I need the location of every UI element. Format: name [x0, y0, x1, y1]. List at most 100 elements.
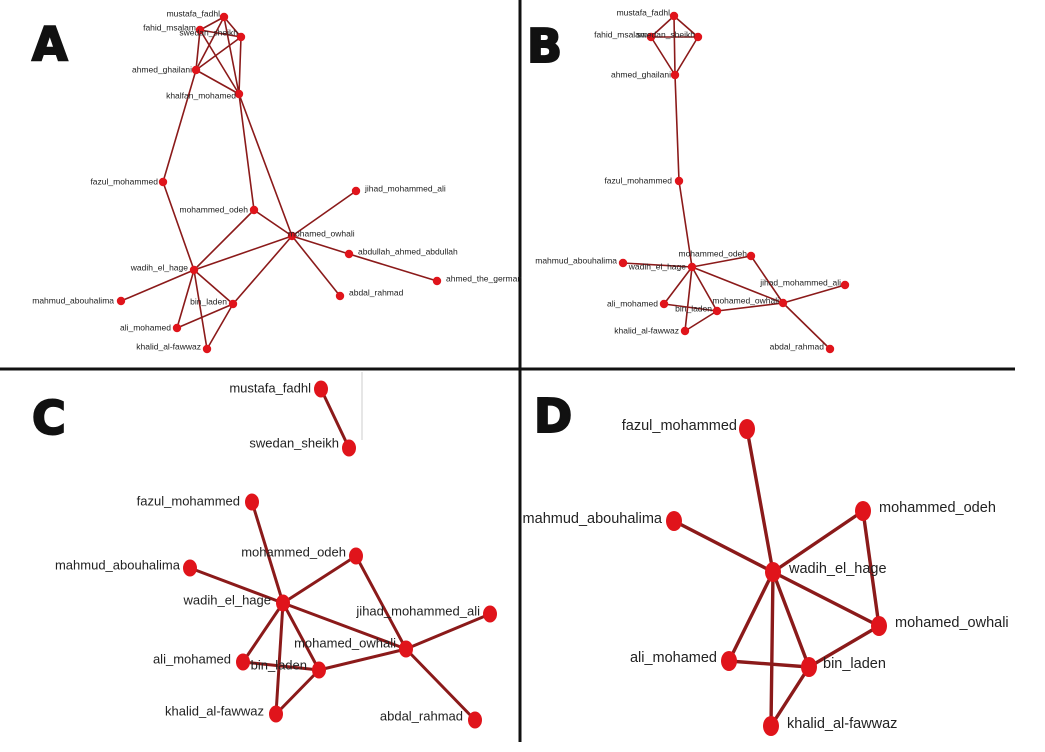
node-khalid_al_fawwaz	[269, 705, 283, 723]
edge-fazul_mohammed-wadih_el_hage	[162, 181, 195, 271]
edge-mustafa_fadhl-swedan_sheikh	[223, 16, 242, 38]
edge-mohamed_owhali-jihad_mohammed_ali	[291, 190, 357, 237]
node-ahmed_the_german	[432, 276, 442, 286]
edge-bin_laden-ali_mohamed	[176, 303, 234, 329]
edge-khalfan_mohamed-mohammed_odeh	[238, 93, 255, 211]
node-mohammed_odeh	[855, 501, 871, 521]
node-mohamed_owhali	[778, 298, 788, 308]
edge-mohammed_odeh-wadih_el_hage	[193, 209, 255, 271]
node-label-ali_mohamed: ali_mohamed	[120, 322, 171, 332]
node-label-ali_mohamed: ali_mohamed	[607, 298, 658, 308]
edge-wadih_el_hage-khalid_al_fawwaz	[684, 266, 693, 332]
node-wadih_el_hage	[189, 265, 199, 275]
node-label-jihad_mohammed_ali: jihad_mohammed_ali	[759, 277, 841, 287]
node-swedan_sheikh	[693, 32, 703, 42]
edges-layer	[120, 15, 881, 728]
edge-mohamed_owhali-abdullah_ahmed_abdullah	[291, 235, 350, 255]
edge-fahid_msalam-ahmed_ghailani	[195, 29, 201, 71]
panel-letter-b: B	[527, 19, 562, 73]
node-mohamed_owhali	[287, 231, 297, 241]
node-abdal_rahmad	[468, 711, 482, 729]
node-label-mustafa_fadhl: mustafa_fadhl	[229, 380, 311, 395]
edge-fahid_msalam-ahmed_ghailani	[650, 36, 676, 76]
node-label-ali_mohamed: ali_mohamed	[630, 650, 717, 666]
node-mahmud_abouhalima	[116, 296, 126, 306]
panel-letter-c: C	[32, 391, 66, 445]
node-mustafa_fadhl	[219, 12, 229, 22]
edge-mohammed_odeh-mohamed_owhali	[861, 509, 881, 628]
node-label-wadih_el_hage: wadih_el_hage	[183, 592, 271, 607]
edge-bin_laden-khalid_al_fawwaz	[769, 665, 811, 728]
node-label-mohamed_owhali: mohamed_owhali	[712, 295, 779, 305]
edge-mahmud_abouhalima-wadih_el_hage	[672, 519, 775, 574]
edge-wadih_el_hage-mohamed_owhali	[691, 266, 784, 304]
edge-mohamed_owhali-bin_laden	[232, 235, 293, 305]
edge-fazul_mohammed-wadih_el_hage	[745, 427, 775, 574]
node-label-mohamed_owhali: mohamed_owhali	[895, 615, 1009, 631]
panel-letter-a: A	[32, 17, 68, 71]
node-label-ahmed_the_german: ahmed_the_german	[446, 273, 522, 283]
node-ahmed_ghailani	[191, 65, 201, 75]
node-mahmud_abouhalima	[666, 511, 682, 531]
node-label-khalid_al_fawwaz: khalid_al-fawwaz	[136, 341, 201, 351]
edge-wadih_el_hage-ali_mohamed	[176, 269, 195, 329]
panel-c: C	[31, 390, 67, 446]
node-ali_mohamed	[659, 299, 669, 309]
node-label-mahmud_abouhalima: mahmud_abouhalima	[55, 557, 181, 572]
node-swedan_sheikh	[342, 439, 356, 457]
node-mahmud_abouhalima	[183, 559, 197, 577]
edge-bin_laden-ali_mohamed	[663, 303, 718, 312]
edge-bin_laden-khalid_al_fawwaz	[206, 303, 234, 350]
node-ali_mohamed	[236, 653, 250, 671]
edge-mohamed_owhali-abdal_rahmad	[404, 647, 477, 722]
node-mohammed_odeh	[249, 205, 259, 215]
node-label-bin_laden: bin_laden	[190, 296, 227, 306]
edge-khalfan_mohamed-mohamed_owhali	[238, 93, 293, 237]
node-ahmed_ghailani	[670, 70, 680, 80]
node-label-mohamed_owhali: mohamed_owhali	[288, 228, 355, 238]
node-abdal_rahmad	[335, 291, 345, 301]
node-label-mahmud_abouhalima: mahmud_abouhalima	[523, 511, 663, 527]
edge-mahmud_abouhalima-wadih_el_hage	[622, 262, 693, 268]
edge-wadih_el_hage-mohamed_owhali	[771, 570, 881, 628]
panel-letter-d: D	[534, 389, 572, 443]
node-jihad_mohammed_ali	[351, 186, 361, 196]
node-bin_laden	[712, 306, 722, 316]
edge-mohamed_owhali-wadih_el_hage	[193, 235, 293, 271]
node-label-fazul_mohammed: fazul_mohammed	[622, 418, 737, 434]
node-label-wadih_el_hage: wadih_el_hage	[788, 561, 887, 577]
node-label-abdal_rahmad: abdal_rahmad	[770, 341, 825, 351]
edge-mohamed_owhali-abdal_rahmad	[782, 302, 831, 350]
node-jihad_mohammed_ali	[483, 605, 497, 623]
node-label-khalid_al_fawwaz: khalid_al-fawwaz	[787, 716, 897, 732]
node-label-swedan_sheikh: swedan_sheikh	[636, 29, 695, 39]
edge-mohammed_odeh-mohamed_owhali	[750, 255, 784, 304]
node-ali_mohamed	[172, 323, 182, 333]
node-label-fazul_mohammed: fazul_mohammed	[90, 176, 158, 186]
edge-mohamed_owhali-bin_laden	[807, 624, 881, 669]
edge-mustafa_fadhl-swedan_sheikh	[673, 15, 699, 38]
node-bin_laden	[228, 299, 238, 309]
edge-bin_laden-ali_mohamed	[241, 660, 321, 672]
node-label-jihad_mohammed_ali: jihad_mohammed_ali	[355, 603, 480, 618]
node-fazul_mohammed	[158, 177, 168, 187]
node-label-mustafa_fadhl: mustafa_fadhl	[617, 7, 671, 17]
edge-wadih_el_hage-mohammed_odeh	[771, 509, 865, 574]
node-label-khalid_al_fawwaz: khalid_al-fawwaz	[614, 325, 679, 335]
node-mustafa_fadhl	[669, 11, 679, 21]
node-label-bin_laden: bin_laden	[823, 656, 886, 672]
node-label-mahmud_abouhalima: mahmud_abouhalima	[32, 295, 114, 305]
node-label-ali_mohamed: ali_mohamed	[153, 651, 231, 666]
node-mohammed_odeh	[746, 251, 756, 261]
edge-wadih_el_hage-ali_mohamed	[727, 570, 775, 663]
node-khalid_al_fawwaz	[202, 344, 212, 354]
edge-fahid_msalam-swedan_sheikh	[199, 29, 242, 38]
panel-b: B	[526, 18, 563, 74]
node-label-wadih_el_hage: wadih_el_hage	[130, 262, 188, 272]
edge-swedan_sheikh-khalfan_mohamed	[238, 36, 242, 95]
node-label-mohamed_owhali: mohamed_owhali	[294, 635, 396, 650]
node-mohamed_owhali	[399, 640, 413, 658]
node-mohamed_owhali	[871, 616, 887, 636]
